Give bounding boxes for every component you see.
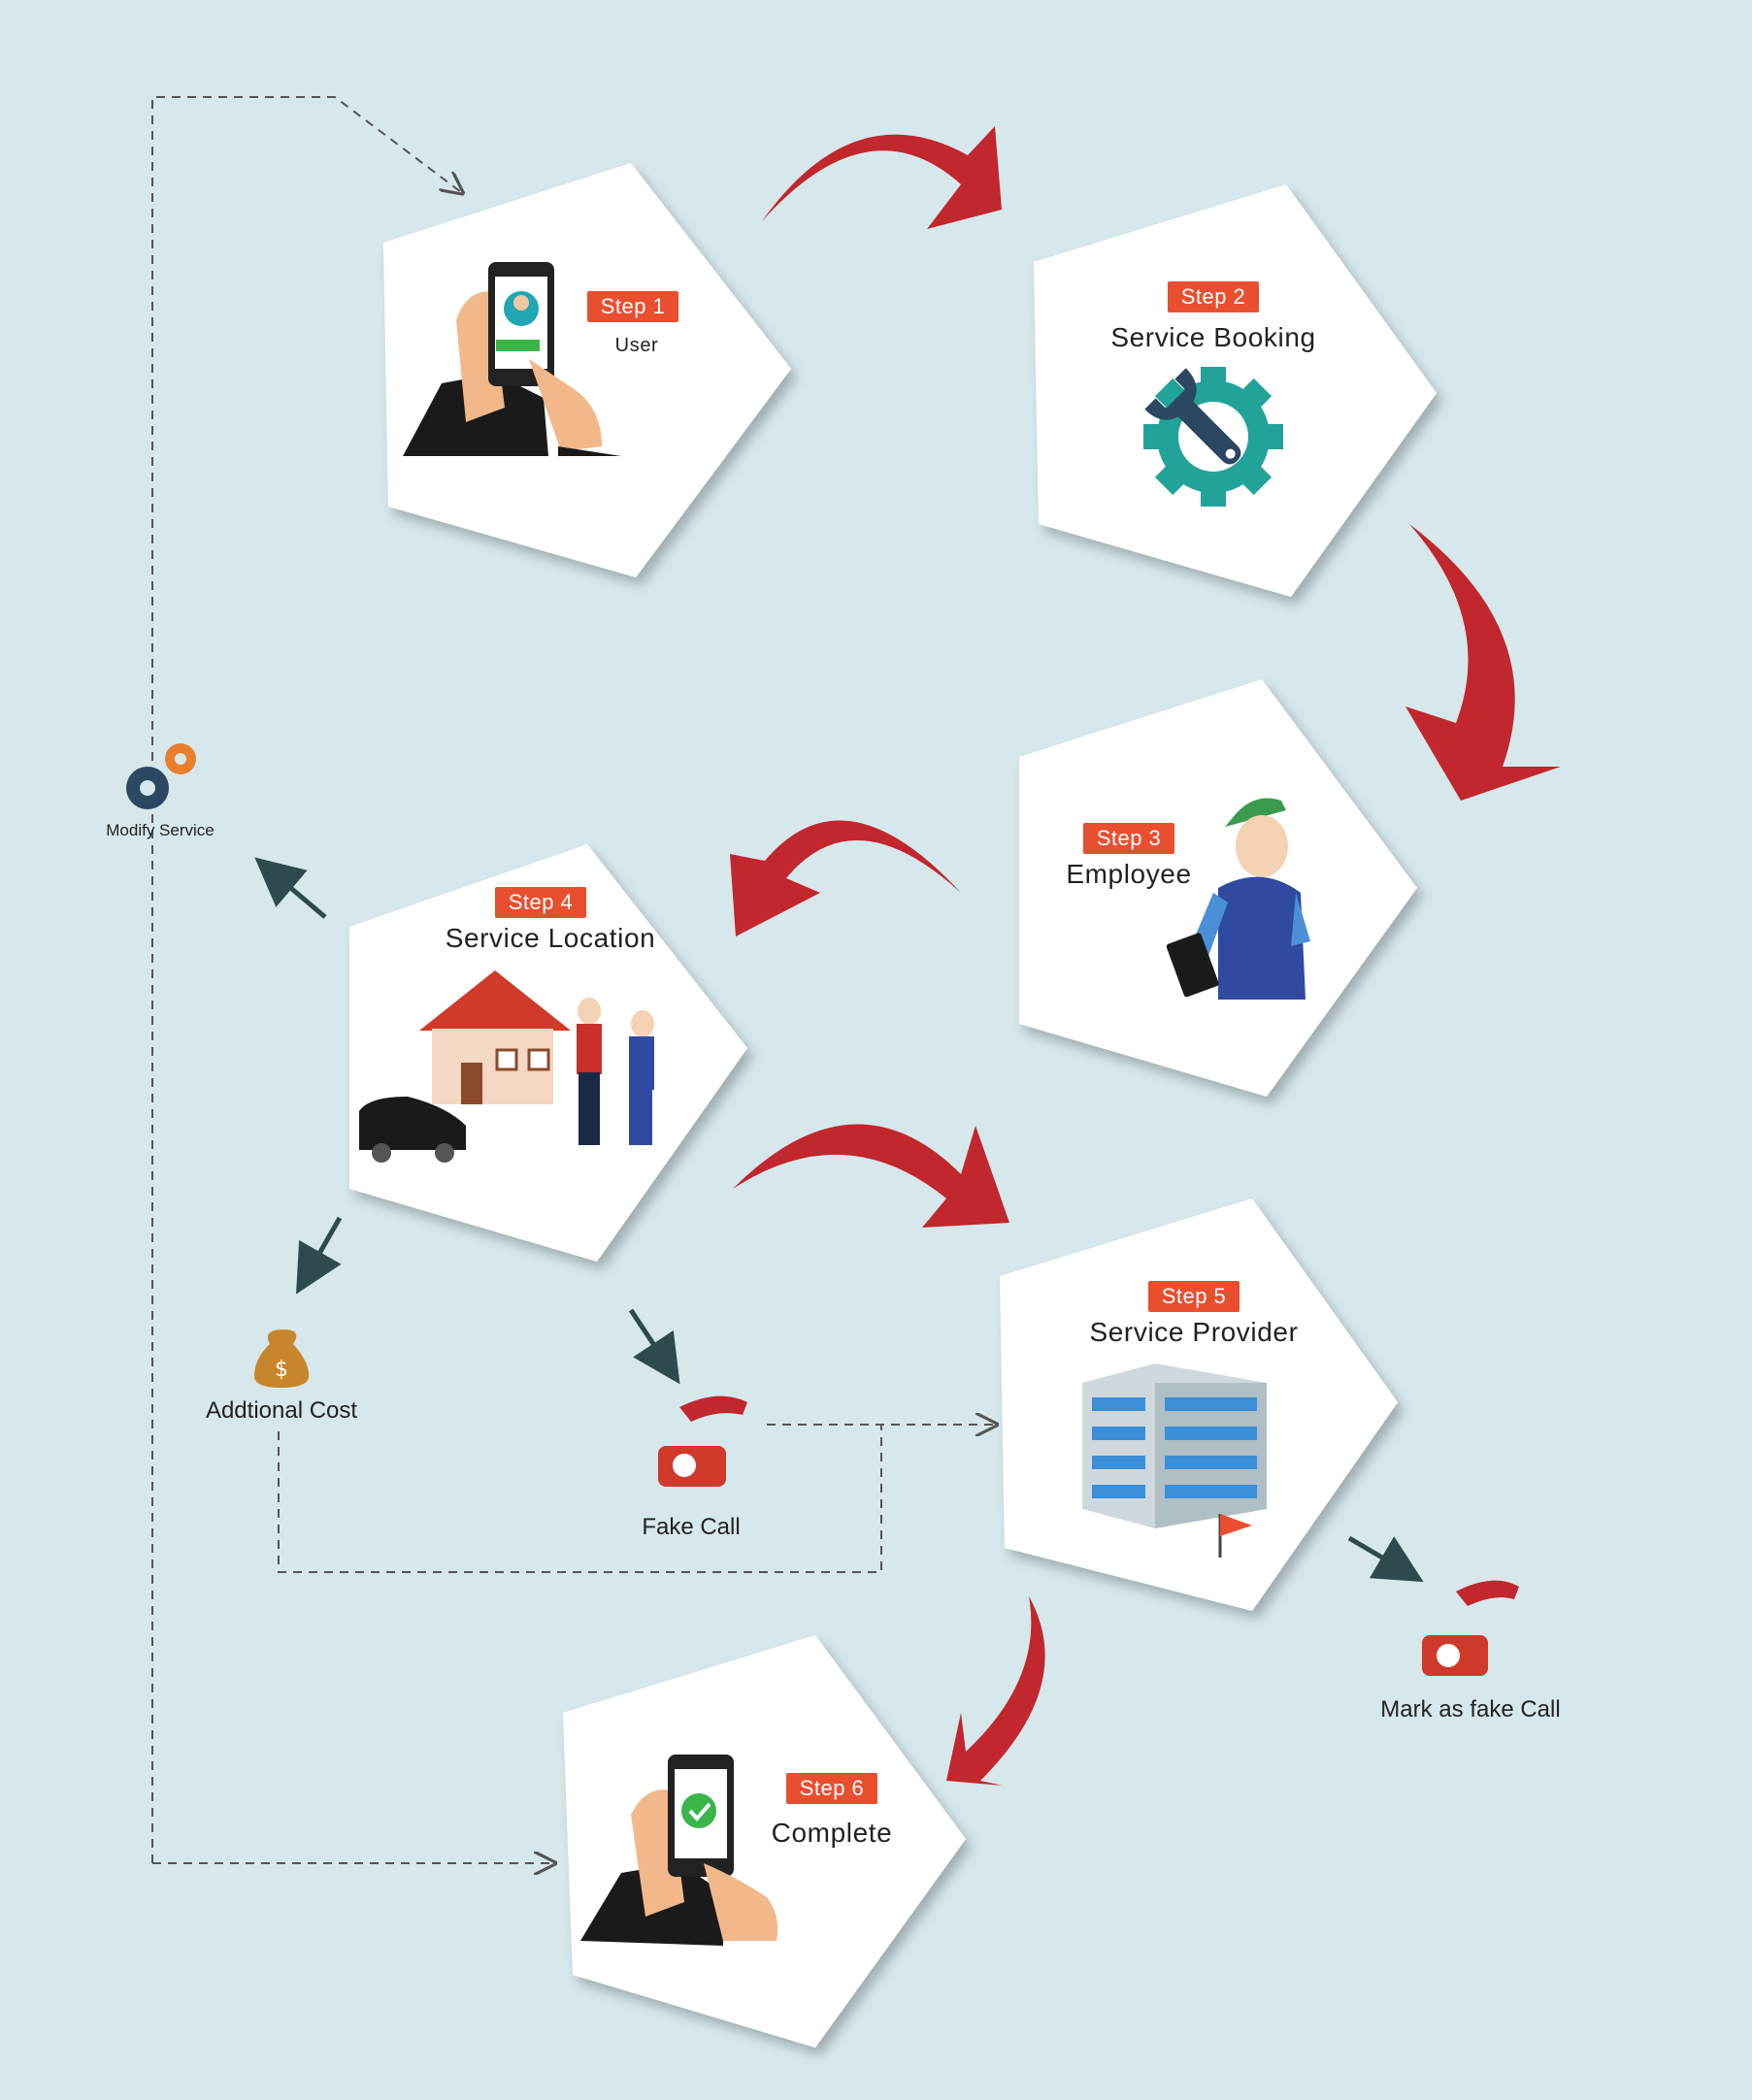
modify-service-label: Modify Service (83, 821, 238, 840)
gear-wrench-icon (1143, 367, 1283, 507)
step1-badge-wrap: Step 1 (468, 291, 798, 330)
arrow-1-2 (762, 126, 1002, 229)
step2-title: Service Booking (1077, 322, 1349, 353)
step3-title: Employee (1032, 859, 1226, 890)
step3-badge: Step 3 (1083, 823, 1175, 854)
to-modify-arrow (262, 864, 325, 917)
to-fake-call-arrow (631, 1310, 675, 1376)
red-telephone-icon (658, 1396, 747, 1487)
step5-title: Service Provider (1058, 1317, 1330, 1348)
mark-fake-call-label: Mark as fake Call (1354, 1696, 1587, 1723)
red-telephone-icon (1422, 1581, 1519, 1676)
fake-call-label: Fake Call (594, 1514, 788, 1541)
svg-text:$: $ (275, 1358, 288, 1382)
step1-title: User (540, 335, 734, 357)
arrow-5-6 (946, 1596, 1045, 1786)
step4-badge-wrap: Step 4 (376, 887, 706, 926)
step3-badge-wrap: Step 3 (964, 823, 1294, 862)
arrow-4-5 (733, 1125, 1009, 1228)
gears-icon (126, 743, 196, 809)
arrow-3-4 (730, 821, 961, 936)
step5-badge-wrap: Step 5 (1029, 1281, 1359, 1320)
cost-line (279, 1425, 881, 1572)
additional-cost-label: Addtional Cost (184, 1397, 379, 1425)
step6-badge: Step 6 (786, 1773, 878, 1804)
money-bag-icon: $ (254, 1329, 309, 1388)
to-cost-arrow (301, 1218, 340, 1286)
to-mark-fake-arrow (1349, 1538, 1415, 1577)
step6-badge-wrap: Step 6 (667, 1773, 997, 1812)
step5-badge: Step 5 (1148, 1281, 1240, 1312)
arrow-2-3 (1405, 524, 1561, 801)
step1-badge: Step 1 (587, 291, 679, 322)
step2-badge-wrap: Step 2 (1048, 281, 1378, 320)
step6-title: Complete (735, 1818, 929, 1849)
card-step1 (383, 163, 791, 577)
step4-badge: Step 4 (495, 887, 587, 918)
step4-title: Service Location (414, 923, 686, 954)
step2-badge: Step 2 (1168, 281, 1260, 312)
